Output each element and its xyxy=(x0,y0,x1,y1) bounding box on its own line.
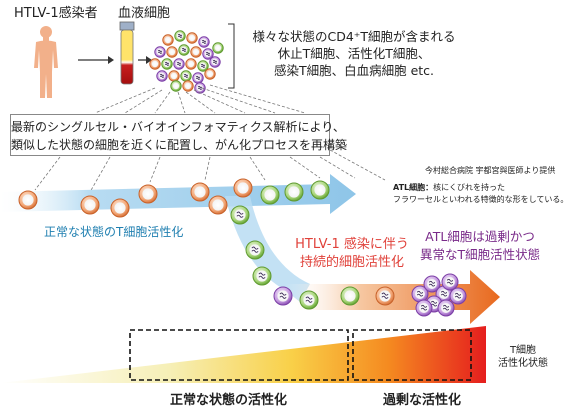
fan-dashed-lines xyxy=(94,84,306,114)
trajectory-cell xyxy=(299,290,319,310)
infected-person-label: HTLV-1感染者 xyxy=(14,6,98,21)
method-description-box: 最新のシングルセル・バイオインフォマティクス解析により、 類似した状態の細胞を近… xyxy=(10,114,348,156)
atl-cell-definition: ATL細胞：核にくびれを持った フラワーセルといわれる特徴的な形をしている。 xyxy=(393,182,568,206)
atl-cell xyxy=(423,275,441,293)
cluster-cell xyxy=(170,80,182,92)
trajectory-cell xyxy=(110,198,130,218)
atl-def-term: ATL細胞： xyxy=(393,183,434,192)
excess-activation-box xyxy=(352,329,472,381)
atl-cell xyxy=(437,299,455,317)
atl-cell xyxy=(411,285,429,303)
curve-branch-arrow xyxy=(225,196,310,302)
trajectory-cell xyxy=(138,184,158,204)
trajectory-cell xyxy=(340,286,360,306)
atl-line: 異常なT細胞活性状態 xyxy=(420,247,541,262)
trajectory-cell xyxy=(230,205,250,225)
cluster-bracket xyxy=(228,23,235,89)
atl-line: ATL細胞は過剰かつ xyxy=(425,229,535,244)
method-line: 類似した状態の細胞を近くに配置し、がん化プロセスを再構築 xyxy=(11,138,348,152)
trajectory-cell xyxy=(190,182,210,202)
trajectory-dashed-lines xyxy=(34,149,386,193)
trajectory-cell xyxy=(273,286,293,306)
cluster-cell xyxy=(178,44,190,56)
trajectory-cell xyxy=(18,190,38,210)
cluster-cell xyxy=(204,68,216,80)
persist-line: HTLV-1 感染に伴う xyxy=(295,237,409,252)
cluster-cell xyxy=(194,82,206,94)
cluster-cell xyxy=(198,36,210,48)
atl-cell xyxy=(449,287,467,305)
trajectory-cell xyxy=(252,266,272,286)
cluster-cell xyxy=(161,58,173,70)
blood-tube-icon xyxy=(119,21,135,85)
atl-cell-cluster xyxy=(411,273,467,317)
cluster-cell xyxy=(185,58,197,70)
human-figure-icon xyxy=(34,26,58,98)
atl-cell xyxy=(415,299,433,317)
cluster-cell xyxy=(180,70,192,82)
method-line: 最新のシングルセル・バイオインフォマティクス解析により、 xyxy=(11,120,345,134)
trajectory-cell xyxy=(284,182,304,202)
cluster-cell xyxy=(202,48,214,60)
arrow-to-tube-icon xyxy=(78,56,114,64)
cluster-cell xyxy=(149,58,161,70)
cluster-cell xyxy=(197,60,209,72)
cluster-cell xyxy=(154,46,166,58)
cd4-line: 休止T細胞、活性化T細胞、 xyxy=(277,46,431,61)
cd4-line: 様々な状態のCD4⁺T細胞が含まれる xyxy=(252,29,456,44)
cluster-cell xyxy=(186,32,198,44)
trajectory-cell xyxy=(245,240,265,260)
cluster-cell xyxy=(162,34,174,46)
cell-trajectory xyxy=(18,178,395,310)
normal-activation-bottom-label: 正常な状態の活性化 xyxy=(170,393,288,408)
persist-line: 持続的細胞活性化 xyxy=(299,255,404,270)
excess-activation-bottom-label: 過剰な活性化 xyxy=(383,393,462,408)
cluster-cell xyxy=(166,46,178,58)
trajectory-cell xyxy=(310,180,330,200)
cluster-cell xyxy=(173,58,185,70)
cluster-cell xyxy=(168,70,180,82)
trajectory-cell xyxy=(375,286,395,306)
atl-def-line: フラワーセルといわれる特徴的な形をしている。 xyxy=(393,195,568,204)
trajectory-cell xyxy=(80,195,100,215)
normal-activation-box xyxy=(129,329,349,381)
trajectory-cell xyxy=(208,195,228,215)
cluster-cell xyxy=(190,46,202,58)
blood-cells-label: 血液細胞 xyxy=(118,6,171,21)
tcell-line: T細胞 xyxy=(509,345,537,356)
cd4-description: 様々な状態のCD4⁺T細胞が含まれる 休止T細胞、活性化T細胞、 感染T細胞、白… xyxy=(240,28,468,79)
cluster-cell xyxy=(174,30,186,42)
cluster-cell xyxy=(192,72,204,84)
atl-state-label: ATL細胞は過剰かつ 異常なT細胞活性状態 xyxy=(420,228,540,264)
trajectory-cell xyxy=(260,185,280,205)
cd4-line: 感染T細胞、白血病細胞 etc. xyxy=(273,63,435,78)
cluster-cell xyxy=(156,70,168,82)
cluster-cell xyxy=(212,42,224,54)
persistent-activation-label: HTLV-1 感染に伴う 持続的細胞活性化 xyxy=(292,236,412,272)
blood-cell-cluster xyxy=(149,30,224,94)
tcell-line: 活性化状態 xyxy=(498,358,548,369)
trajectory-cell xyxy=(233,178,253,198)
image-source-credit: 今村総合病院 宇都宮與医師より提供 xyxy=(425,166,556,175)
cluster-cell xyxy=(209,56,221,68)
arrow-to-cells-icon xyxy=(138,56,152,64)
atl-cell xyxy=(441,273,459,291)
cluster-cell xyxy=(182,80,194,92)
activation-gradient-wedge xyxy=(0,326,486,383)
atl-def-line: 核にくびれを持った xyxy=(433,183,505,192)
tcell-activation-axis-label: T細胞 活性化状態 xyxy=(488,344,558,370)
normal-activation-label: 正常な状態のT細胞活性化 xyxy=(44,225,184,239)
